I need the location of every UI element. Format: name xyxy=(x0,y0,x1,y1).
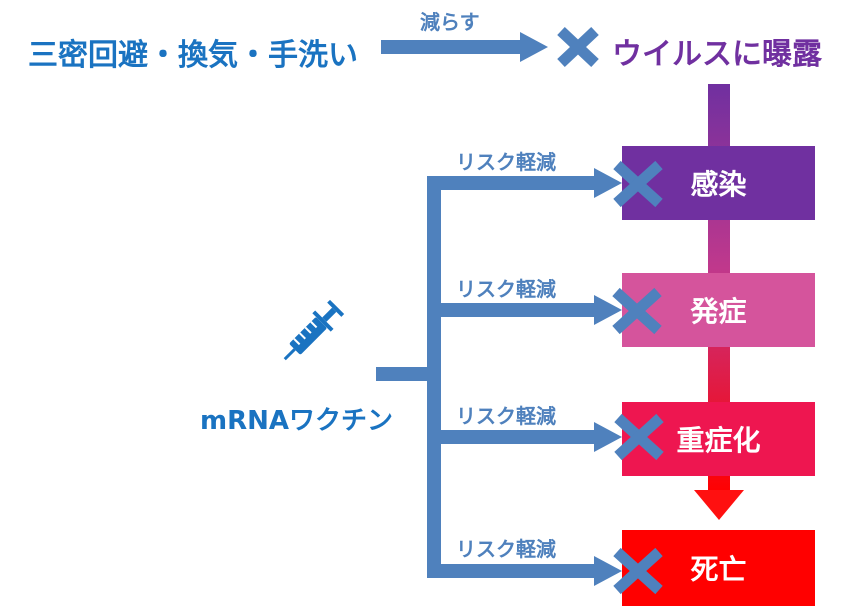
branch-arrowhead-3 xyxy=(594,422,622,452)
top-arrow-head xyxy=(520,32,548,62)
stage-onset-box: 発症 xyxy=(622,273,815,347)
branch-arrows xyxy=(427,168,622,586)
prevention-measures-text: 三密回避・換気・手洗い xyxy=(28,38,358,73)
stage-severe-box: 重症化 xyxy=(622,402,815,476)
risk-label-infection: リスク軽減 xyxy=(456,150,556,174)
stage-death-label: 死亡 xyxy=(690,553,747,586)
vaccine-stub xyxy=(376,367,438,381)
stage-infection-label: 感染 xyxy=(690,168,747,201)
stage-severe-label: 重症化 xyxy=(676,424,761,457)
risk-label-severe: リスク軽減 xyxy=(456,404,556,428)
branch-arrowhead-2 xyxy=(594,295,622,325)
branch-arrow-1 xyxy=(427,176,597,190)
branch-arrowhead-1 xyxy=(594,168,622,198)
reduce-label: 減らす xyxy=(420,10,480,34)
virus-exposure-text: ウイルスに曝露 xyxy=(612,37,822,72)
branch-arrow-4 xyxy=(427,564,597,578)
syringe-icon xyxy=(283,299,345,361)
risk-label-death: リスク軽減 xyxy=(456,537,556,561)
mrna-vaccine-label: mRNAワクチン xyxy=(200,406,393,436)
stage-infection-box: 感染 xyxy=(622,146,815,220)
progression-arrowhead xyxy=(694,490,744,520)
branch-arrowhead-4 xyxy=(594,556,622,586)
top-arrow-shaft xyxy=(381,40,523,54)
stage-onset-label: 発症 xyxy=(690,295,747,328)
stage-death-box: 死亡 xyxy=(622,530,815,606)
branch-arrow-2 xyxy=(427,303,597,317)
branch-arrow-3 xyxy=(427,430,597,444)
risk-label-onset: リスク軽減 xyxy=(456,277,556,301)
tree-trunk xyxy=(427,176,441,578)
